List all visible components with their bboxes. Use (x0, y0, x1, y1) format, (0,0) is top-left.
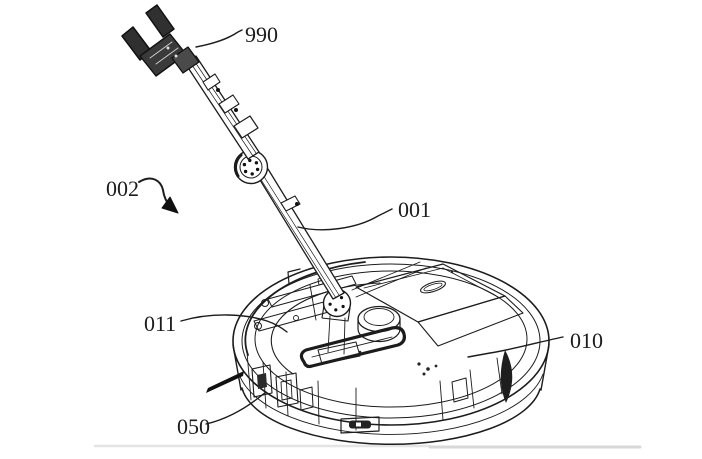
bottom-grille (340, 416, 380, 434)
wall-left-edge (232, 344, 242, 391)
gripper-wrist (171, 46, 200, 74)
frame-diagonals (351, 261, 427, 298)
bumper-notch (287, 268, 301, 285)
cover-handle-inner (423, 282, 443, 292)
robotic-arm-drawing (184, 55, 361, 365)
ref-label-010: 010 (570, 328, 603, 353)
frame-hole (293, 315, 299, 321)
deck-edge (254, 270, 528, 408)
frame-hole (261, 299, 269, 307)
arm-segment-block (218, 94, 240, 114)
turntable-disc-top (363, 308, 395, 326)
cover-handle (420, 280, 446, 294)
top-cover-panel-lower (417, 295, 524, 347)
track-loop-inner (311, 336, 393, 358)
bumper-arc (244, 261, 366, 356)
side-brush-pin (206, 371, 244, 393)
leader-990 (195, 29, 243, 48)
turntable-side (357, 318, 401, 343)
body-bottom-edge (241, 387, 541, 445)
deck-dots (358, 270, 454, 376)
assembly-arrow-head (161, 196, 179, 214)
wall-seams-right (439, 357, 503, 421)
ref-label-990: 990 (245, 22, 278, 47)
frame-hole (254, 322, 262, 330)
chassis-rim-outer (232, 256, 550, 426)
shoulder-struts (327, 315, 346, 355)
ref-label-001: 001 (398, 197, 431, 222)
ref-label-002: 002 (106, 176, 139, 201)
shoulder-base (321, 304, 351, 322)
leader-010 (467, 336, 564, 358)
elbow-bolts (242, 158, 260, 176)
leader-001 (297, 208, 393, 231)
gripper-bolt (166, 46, 170, 50)
ref-label-050: 050 (177, 414, 210, 439)
arm-pin (234, 108, 238, 112)
shoulder-plate (317, 341, 361, 365)
annotations (138, 29, 564, 425)
elbow-shade (234, 153, 243, 178)
top-cover-panel-inner (363, 267, 499, 298)
gripper-bolt (174, 54, 178, 58)
chassis-rim-inner (241, 263, 541, 419)
track-loop (299, 326, 406, 369)
ref-label-011: 011 (144, 311, 176, 336)
gripper-finger-right (145, 4, 175, 38)
bottom-grille-notch (356, 422, 361, 427)
leader-050 (205, 391, 267, 425)
vent-dark-insert (257, 373, 267, 389)
robot-body-drawing (93, 256, 642, 449)
arm-pin (216, 88, 220, 92)
wall-band (238, 373, 544, 435)
forearm-pin (295, 202, 299, 206)
vent-frame (299, 386, 314, 411)
gripper-drawing (121, 4, 200, 77)
right-shadow-crescent (500, 350, 513, 403)
leader-011 (180, 314, 288, 333)
forearm-lines (259, 174, 340, 299)
vent-frame (251, 364, 273, 398)
arm-segment-block (202, 73, 221, 91)
vent-inner (280, 379, 293, 401)
forearm-clamp (280, 195, 301, 212)
gripper-palm-detail (149, 41, 179, 65)
arm-segment-block (233, 115, 259, 139)
wall-right-edge (540, 344, 550, 391)
vent-frame (275, 372, 299, 408)
vent-frame (451, 377, 469, 403)
